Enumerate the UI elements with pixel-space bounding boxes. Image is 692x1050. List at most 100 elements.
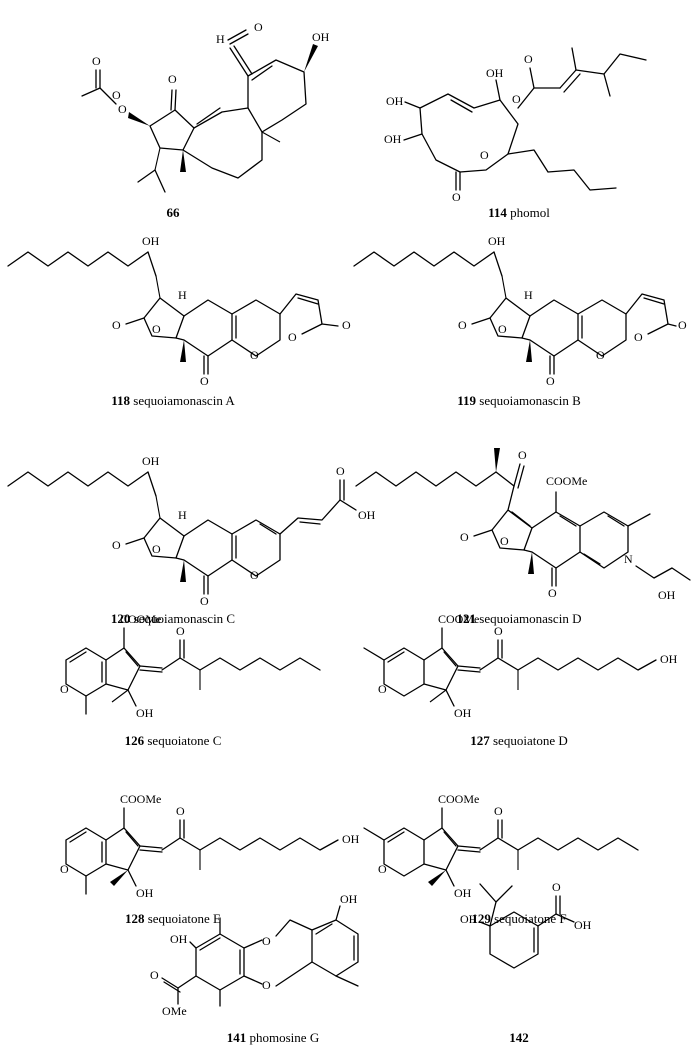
atom-o: O (634, 330, 643, 344)
atom-o: O (498, 322, 507, 336)
compound-name: sequoiamonascin B (479, 393, 581, 408)
atom-o: O (112, 538, 121, 552)
atom-o: O (60, 682, 69, 696)
atom-coome: COOMe (438, 792, 479, 806)
compound-number: 141 (226, 1030, 247, 1045)
atom-oh: OH (142, 234, 160, 248)
compound-name: sequoiamonascin C (133, 611, 236, 626)
atom-oh: OH (384, 132, 402, 146)
compound-name: sequoiatone F (494, 911, 567, 926)
atom-o: O (262, 978, 271, 992)
structure-120: OH O O H O O O OH (7, 454, 376, 608)
compound-name: sequoiatone E (147, 911, 222, 926)
atom-o: O (458, 318, 467, 332)
atom-oh: OH (136, 706, 154, 720)
caption-142: 142 (346, 1030, 692, 1046)
structure-128: O COOMe OH O OH (60, 792, 360, 900)
compound-number: 114 (488, 205, 507, 220)
atom-o: O (548, 586, 557, 600)
structure-141: OH O OMe O O OH (150, 892, 359, 1018)
atom-o: O (678, 318, 687, 332)
atom-o: O (92, 54, 101, 68)
structure-66: O O O O H O (81, 20, 330, 193)
atom-oh: OH (454, 886, 472, 900)
atom-o: O (112, 318, 121, 332)
atom-o: O (112, 88, 121, 102)
compound-number: 127 (470, 733, 490, 748)
compound-name: sequoiamonascin A (133, 393, 235, 408)
caption-129: 129 sequoiatone F (346, 911, 692, 927)
atom-oh: OH (342, 832, 360, 846)
atom-coome: COOMe (546, 474, 587, 488)
atom-oh: OH (142, 454, 160, 468)
atom-oh: OH (170, 932, 188, 946)
atom-o: O (262, 934, 271, 948)
atom-o: O (176, 804, 185, 818)
atom-oh: OH (340, 892, 358, 906)
atom-oh: OH (574, 918, 592, 932)
atom-coome: COOMe (120, 792, 161, 806)
compound-number: 118 (111, 393, 131, 408)
compound-name: sequoiatone C (147, 733, 222, 748)
compound-name: phomosine G (249, 1030, 320, 1045)
atom-o: O (494, 624, 503, 638)
atom-o: O (254, 20, 263, 34)
caption-121: 121 sequoiamonascin D (346, 611, 692, 627)
caption-119: 119 sequoiamonascin B (346, 393, 692, 409)
atom-o: O (118, 102, 127, 116)
caption-66: 66 (0, 205, 346, 221)
atom-h: H (524, 288, 533, 302)
atom-o: O (518, 448, 527, 462)
atom-o: O (460, 530, 469, 544)
atom-o: O (336, 464, 345, 478)
atom-oh: OH (658, 588, 676, 602)
caption-128: 128 sequoiatone E (0, 911, 346, 927)
atom-o: O (200, 374, 209, 388)
atom-o: O (524, 52, 533, 66)
atom-o: O (342, 318, 351, 332)
compound-number: 120 (110, 611, 131, 626)
structure-118: OH O O H O O O O (7, 234, 351, 388)
atom-o: O (176, 624, 185, 638)
compound-name: phomol (510, 205, 550, 220)
atom-coome: COOMe (438, 612, 479, 626)
atom-oh: OH (660, 652, 678, 666)
atom-o: O (200, 594, 209, 608)
structure-127: O COOMe OH O OH (363, 612, 678, 720)
atom-oh: OH (488, 234, 506, 248)
atom-o: O (552, 880, 561, 894)
structure-126: O COOMe OH O (60, 612, 321, 720)
atom-o: O (512, 92, 521, 106)
atom-oh: OH (454, 706, 472, 720)
structure-114: OH OH OH O O O O (384, 47, 647, 204)
compound-number: 142 (509, 1030, 529, 1045)
compound-name: sequoiatone D (493, 733, 568, 748)
atom-oh: OH (460, 912, 478, 926)
structure-142: OH O OH (460, 880, 592, 969)
compound-number: 128 (124, 911, 145, 926)
compound-number: 66 (166, 205, 180, 220)
atom-n: N (624, 552, 633, 566)
compound-name: sequoiamonascin D (479, 611, 582, 626)
caption-118: 118 sequoiamonascin A (0, 393, 346, 409)
caption-114: 114 phomol (346, 205, 692, 221)
atom-o: O (494, 804, 503, 818)
atom-h: H (178, 288, 187, 302)
compound-number: 126 (124, 733, 145, 748)
structure-119: OH O O H O O O O (353, 234, 687, 388)
atom-o: O (250, 348, 259, 362)
atom-oh: OH (136, 886, 154, 900)
compound-number: 121 (456, 611, 477, 626)
atom-o: O (168, 72, 177, 86)
atom-o: O (288, 330, 297, 344)
caption-127: 127 sequoiatone D (346, 733, 692, 749)
atom-o: O (250, 568, 259, 582)
atom-o: O (378, 682, 387, 696)
atom-o: O (378, 862, 387, 876)
atom-o: O (152, 542, 161, 556)
atom-o: O (152, 322, 161, 336)
caption-141: 141 phomosine G (100, 1030, 446, 1046)
atom-o: O (452, 190, 461, 204)
